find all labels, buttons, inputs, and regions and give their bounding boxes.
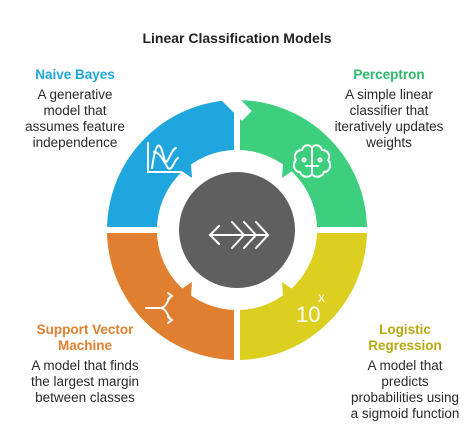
perceptron-desc-line: classifier that [349,103,429,118]
svm-description: A model that finds the largest margin be… [10,358,160,406]
svm-title-line: Support Vector [36,322,134,337]
arrow-with-feathers-icon [208,221,270,249]
naive-bayes-desc-line: A generative [37,87,113,102]
perceptron-description: A simple linear classifier that iterativ… [314,87,464,151]
power-base-text: 10 [296,302,320,327]
logistic-title: Logistic Regression [330,322,474,354]
logistic-desc-line: a sigmoid function [350,406,460,421]
logistic-segment [237,230,367,360]
naive-bayes-desc-line: model that [43,103,107,118]
perceptron-desc-line: A simple linear [345,87,433,102]
logistic-title-line: Logistic [379,322,431,337]
svm-desc-line: A model that finds [31,358,139,373]
logistic-desc-line: A model that [367,358,443,373]
perceptron-segment [237,100,367,230]
naive-bayes-label: Naive Bayes A generative model that assu… [0,67,150,151]
logistic-label: Logistic Regression A model that predict… [330,322,474,422]
svm-title-line: Machine [57,338,112,353]
logistic-desc-line: predicts [381,374,429,389]
svm-title: Support Vector Machine [10,322,160,354]
naive-bayes-desc-line: independence [32,135,118,150]
segment-gaps [102,95,372,365]
svm-desc-line: the largest margin [30,374,140,389]
naive-bayes-description: A generative model that assumes feature … [0,87,150,151]
perceptron-title: Perceptron [353,67,425,82]
brain-circuit-icon [292,144,332,178]
naive-bayes-title: Naive Bayes [35,67,115,82]
naive-bayes-desc-line: assumes feature [25,119,125,134]
svm-desc-line: between classes [35,390,135,405]
power-exponent-text: x [318,289,325,305]
logistic-description: A model that predicts probabilities usin… [330,358,474,422]
perceptron-desc-line: weights [366,135,412,150]
center-circle [179,172,295,288]
power-of-ten-icon: 10 x [296,289,325,327]
distribution-chart-icon [147,142,182,173]
perceptron-desc-line: iteratively updates [334,119,444,134]
logistic-desc-line: probabilities using [350,390,460,405]
split-arrows-icon [145,292,174,324]
perceptron-label: Perceptron A simple linear classifier th… [314,67,464,151]
svm-label: Support Vector Machine A model that find… [10,322,160,406]
diagram-title: Linear Classification Models [142,30,332,46]
logistic-title-line: Regression [368,338,442,353]
